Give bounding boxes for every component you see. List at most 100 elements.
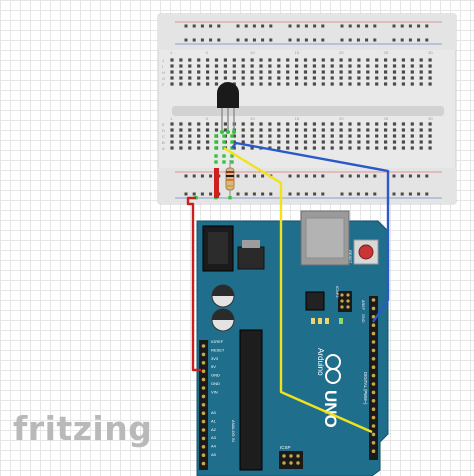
rail-hole: [313, 174, 317, 178]
header-pin: [201, 428, 206, 432]
breadboard-hole: [268, 140, 272, 144]
breadboard-hole: [410, 146, 414, 150]
breadboard-hole: [206, 70, 210, 74]
breadboard-hole: [197, 122, 201, 126]
breadboard-hole: [410, 70, 414, 74]
power-pin-label: VIN: [211, 389, 218, 394]
breadboard-hole: [179, 64, 183, 68]
breadboard-hole: [179, 70, 183, 74]
breadboard-hole: [330, 134, 334, 138]
breadboard-hole: [321, 64, 325, 68]
breadboard-hole: [295, 76, 299, 80]
breadboard-hole: [179, 82, 183, 86]
breadboard-hole: [232, 140, 236, 144]
breadboard-hole: [330, 146, 334, 150]
rail-hole: [340, 24, 344, 28]
breadboard-hole: [339, 134, 343, 138]
header-pin: [371, 306, 376, 311]
breadboard-hole: [312, 134, 316, 138]
rail-hole: [288, 38, 292, 42]
breadboard-column-number: 15: [295, 116, 300, 121]
breadboard-hole: [384, 76, 388, 80]
header-pin: [371, 399, 376, 403]
breadboard-hole: [312, 140, 316, 144]
connected-hole: [214, 146, 218, 150]
breadboard-hole: [303, 146, 308, 150]
breadboard-hole: [401, 70, 405, 74]
breadboard-hole: [268, 128, 272, 132]
arduino-brand-text: Arduino: [316, 348, 325, 376]
breadboard-hole: [268, 146, 272, 150]
breadboard-hole: [392, 64, 397, 68]
fritzing-logo: fritzing: [13, 409, 153, 448]
rail-hole: [408, 24, 412, 28]
header-pin: [371, 357, 376, 361]
breadboard-hole: [366, 76, 370, 80]
breadboard-hole: [286, 58, 290, 62]
breadboard-row-letter: F: [162, 82, 165, 87]
breadboard-hole: [375, 134, 379, 138]
breadboard-hole: [321, 82, 325, 86]
icsp2-label: ICSP2: [335, 286, 340, 298]
breadboard-hole: [401, 134, 405, 138]
breadboard-hole: [232, 70, 236, 74]
breadboard-hole: [375, 128, 379, 132]
icsp-label: ICSP: [280, 445, 291, 450]
breadboard-holes: [170, 24, 432, 196]
breadboard-hole: [357, 122, 361, 126]
breadboard-hole: [223, 76, 227, 80]
breadboard-hole: [392, 134, 397, 138]
header-pin: [201, 419, 206, 424]
breadboard-hole: [268, 82, 272, 86]
breadboard-hole: [321, 122, 325, 126]
breadboard-hole: [188, 128, 192, 132]
rail-hole: [200, 174, 204, 178]
breadboard-hole: [321, 146, 325, 150]
breadboard-hole: [206, 76, 210, 80]
breadboard-hole: [366, 140, 370, 144]
rail-hole: [340, 174, 344, 178]
breadboard-hole: [232, 76, 236, 80]
connected-hole: [230, 134, 234, 138]
power-pin-label: 3V3: [211, 356, 219, 361]
breadboard-hole: [259, 128, 263, 132]
breadboard-hole: [188, 140, 192, 144]
breadboard-hole: [339, 122, 343, 126]
rail-hole: [417, 38, 421, 42]
breadboard-hole: [384, 58, 388, 62]
breadboard-hole: [392, 128, 397, 132]
rail-hole: [392, 192, 396, 196]
breadboard-hole: [197, 64, 201, 68]
breadboard-column-number: 20: [339, 50, 344, 55]
header-pin: [201, 461, 206, 466]
breadboard-hole: [312, 128, 316, 132]
breadboard-hole: [206, 146, 210, 150]
header-pin: [371, 331, 376, 336]
temperature-sensor: [217, 82, 239, 134]
breadboard-hole: [366, 134, 370, 138]
breadboard-hole: [312, 76, 316, 80]
breadboard-hole: [410, 122, 414, 126]
header-pin: [201, 403, 206, 407]
breadboard-column-number: 5: [206, 50, 209, 55]
breadboard-hole: [419, 76, 423, 80]
connected-hole: [222, 134, 226, 138]
breadboard-hole: [428, 122, 432, 126]
breadboard-hole: [312, 122, 316, 126]
header-pin: [201, 344, 206, 348]
status-leds: [311, 318, 343, 324]
breadboard-hole: [303, 140, 308, 144]
breadboard-row-letter: J: [162, 58, 164, 63]
breadboard-hole: [170, 122, 174, 126]
breadboard-hole: [250, 134, 254, 138]
power-pin-label: 5V: [211, 364, 216, 369]
analog-pin-label: A2: [211, 427, 217, 432]
breadboard-hole: [295, 140, 299, 144]
rail-hole: [373, 38, 377, 42]
breadboard-hole: [348, 76, 352, 80]
breadboard-hole: [303, 76, 308, 80]
breadboard-column-number: 1: [170, 50, 173, 55]
breadboard-column-number: 25: [384, 116, 389, 121]
breadboard-hole: [241, 140, 245, 144]
